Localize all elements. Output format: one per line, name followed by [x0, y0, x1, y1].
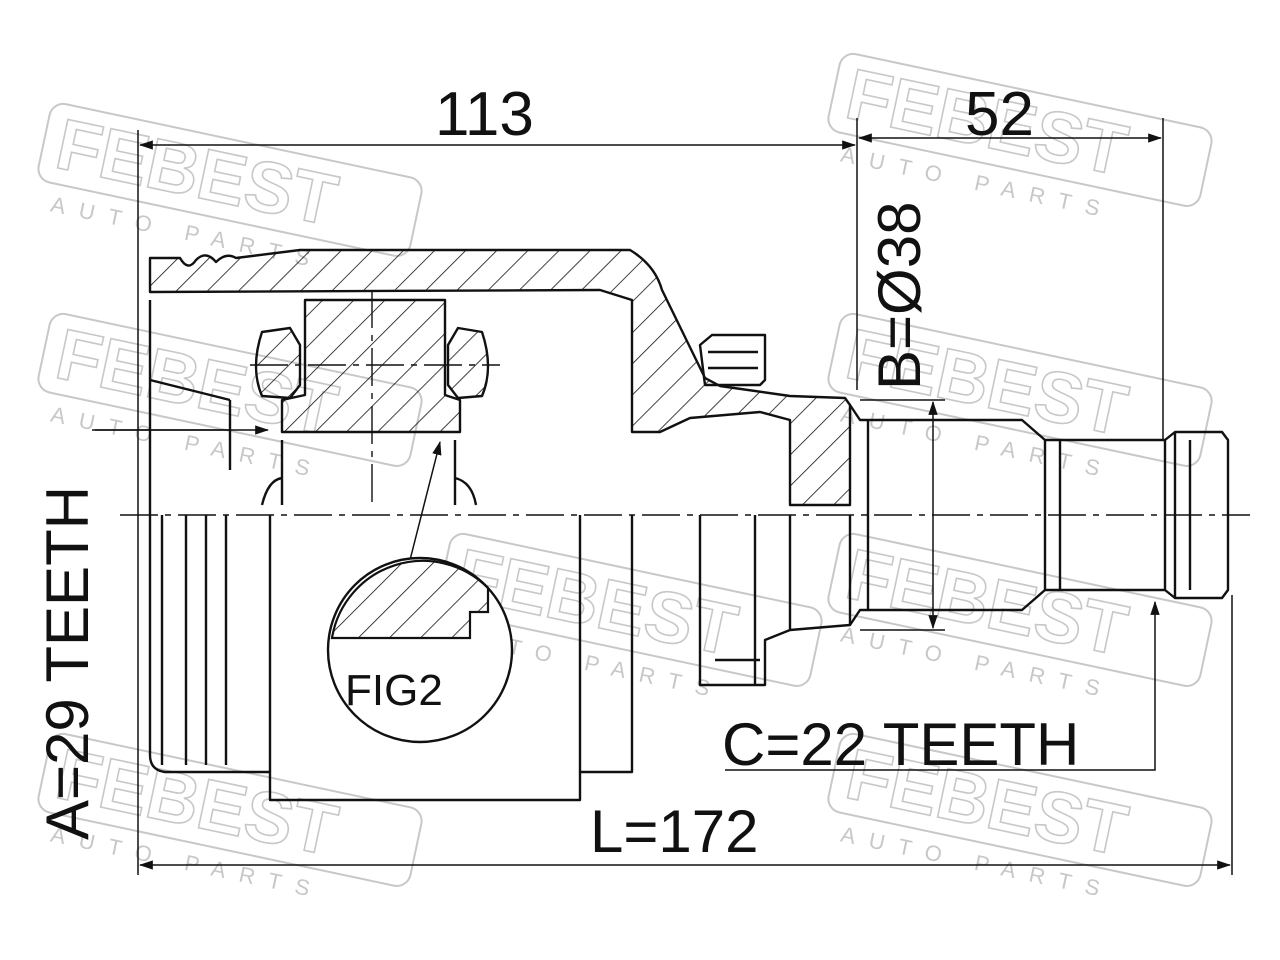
dim-label-a: A=29 TEETH	[34, 486, 101, 840]
dim-label-l: L=172	[590, 798, 759, 865]
right-ball-section	[446, 326, 490, 400]
dim-label-b: B=Ø38	[866, 202, 933, 390]
inner-race-section	[280, 298, 462, 434]
dim-label-c: C=22 TEETH	[722, 711, 1079, 778]
fig2-hatched-section	[330, 559, 490, 640]
leader-c	[725, 600, 1160, 771]
seal-lower	[698, 515, 792, 687]
dim-label-113: 113	[435, 80, 534, 149]
fig2-detail: FIG2	[326, 556, 514, 744]
joint-body	[148, 248, 1230, 802]
dim-label-52: 52	[965, 80, 1034, 149]
fig2-label: FIG2	[345, 666, 443, 715]
housing-lower	[148, 515, 634, 802]
leader-fig2	[409, 440, 442, 561]
seal-clip	[698, 333, 767, 387]
housing-section	[148, 248, 852, 507]
left-ball-section	[254, 326, 302, 400]
watermark-layer: FEBEST AUTO PARTS FEBEST AUTO PARTS FEBE…	[37, 52, 1213, 904]
shaft	[849, 404, 1230, 626]
dimension-labels: 113 52 B=Ø38 A=29 TEETH C=22 TEETH L=172	[34, 80, 1079, 865]
